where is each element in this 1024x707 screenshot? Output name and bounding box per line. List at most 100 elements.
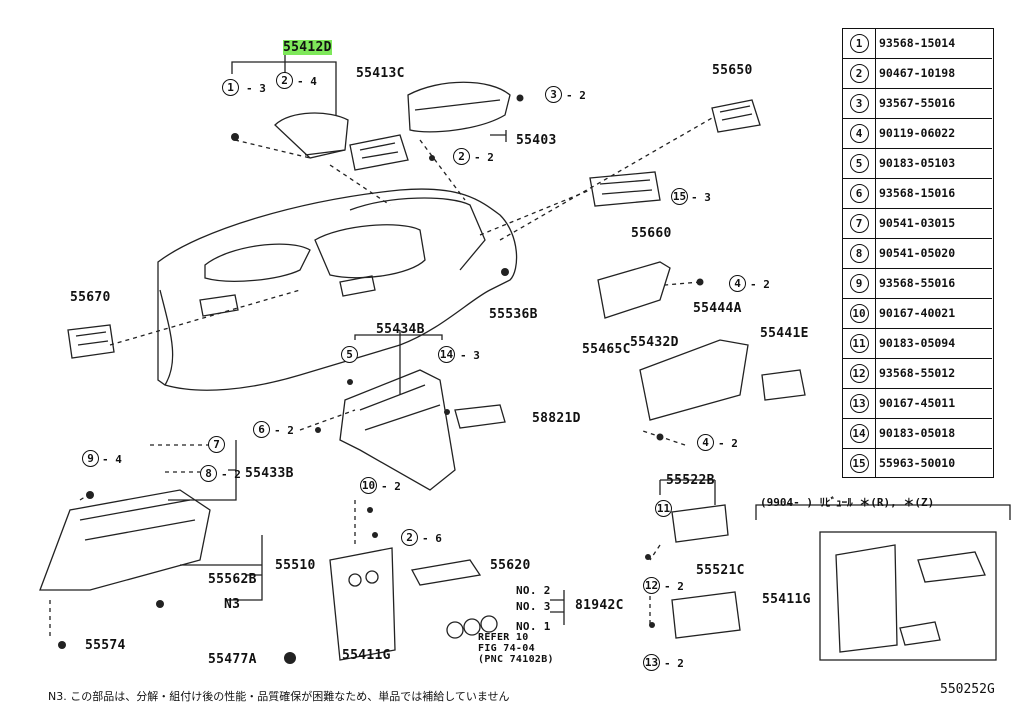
part-label-55620[interactable]: 55620 xyxy=(490,558,531,573)
part-label-55650[interactable]: 55650 xyxy=(712,63,753,78)
row-callout-number: 4 xyxy=(849,124,869,143)
row-part-number[interactable]: 93568-15014 xyxy=(879,36,956,50)
part-label-55536B[interactable]: 55536B xyxy=(489,307,538,322)
part-label-55574[interactable]: 55574 xyxy=(85,638,126,653)
callout-11[interactable]: 11 xyxy=(655,500,672,517)
callout-7[interactable]: 7 xyxy=(208,436,225,453)
callout-13[interactable]: 13 xyxy=(643,654,660,671)
table-row[interactable]: 6 93568-15016 xyxy=(843,179,992,209)
knob-label-no2: NO. 2 xyxy=(516,584,551,597)
row-part-number[interactable]: 90183-05103 xyxy=(879,156,956,170)
part-label-55562B[interactable]: 55562B xyxy=(208,572,257,587)
part-label-55465C[interactable]: 55465C xyxy=(582,342,631,357)
callout-6[interactable]: 6 xyxy=(253,421,270,438)
row-part-number[interactable]: 90119-06022 xyxy=(879,126,956,140)
qty-2: - 2 xyxy=(566,89,586,102)
callout-8[interactable]: 8 xyxy=(200,465,217,482)
qty-6: - 6 xyxy=(422,532,442,545)
callout-2[interactable]: 2 xyxy=(276,72,293,89)
row-part-number[interactable]: 90541-03015 xyxy=(879,216,956,230)
part-label-55434B[interactable]: 55434B xyxy=(376,322,425,337)
part-label-55412D[interactable]: 55412D xyxy=(283,40,332,55)
row-part-number[interactable]: 93568-15016 xyxy=(879,186,956,200)
table-row[interactable]: 11 90183-05094 xyxy=(843,329,992,359)
row-callout-number: 11 xyxy=(849,334,869,353)
part-55650-vent xyxy=(711,99,761,133)
callout-4[interactable]: 4 xyxy=(729,275,746,292)
part-55441E-tray xyxy=(761,369,806,401)
qty-value: 2 xyxy=(487,151,494,164)
row-part-number[interactable]: 90467-10198 xyxy=(879,66,956,80)
row-part-number[interactable]: 93567-55016 xyxy=(879,96,956,110)
callout-15[interactable]: 15 xyxy=(671,188,688,205)
row-part-number[interactable]: 55963-50010 xyxy=(879,456,956,470)
row-part-number[interactable]: 90167-45011 xyxy=(879,396,956,410)
part-label-55441E[interactable]: 55441E xyxy=(760,326,809,341)
callout-9[interactable]: 9 xyxy=(82,450,99,467)
qty-value: 3 xyxy=(473,349,480,362)
knob-label-no3: NO. 3 xyxy=(516,600,551,613)
row-part-number[interactable]: 90183-05094 xyxy=(879,336,956,350)
part-label-55521C[interactable]: 55521C xyxy=(696,563,745,578)
row-callout-cell: 13 xyxy=(843,389,876,418)
row-callout-cell: 12 xyxy=(843,359,876,388)
figure-code: 550252G xyxy=(940,682,995,697)
row-callout-cell: 1 xyxy=(843,29,876,58)
part-label-55403[interactable]: 55403 xyxy=(516,133,557,148)
callout-10[interactable]: 10 xyxy=(360,477,377,494)
part-label-55522B[interactable]: 55522B xyxy=(666,473,715,488)
qty-3c: - 3 xyxy=(460,349,480,362)
row-callout-cell: 7 xyxy=(843,209,876,238)
callout-14[interactable]: 14 xyxy=(438,346,455,363)
part-label-55433B[interactable]: 55433B xyxy=(245,466,294,481)
callout-4b[interactable]: 4 xyxy=(697,434,714,451)
callout-2b[interactable]: 2 xyxy=(453,148,470,165)
row-part-number[interactable]: 90167-40021 xyxy=(879,306,956,320)
table-row[interactable]: 3 93567-55016 xyxy=(843,89,992,119)
qty-value: 2 xyxy=(731,437,738,450)
footnote: N3. この部品は、分解・組付け後の性能・品質確保が困難なため、単品では補給して… xyxy=(48,690,510,703)
qty-value: 2 xyxy=(234,468,241,481)
part-label-55413C[interactable]: 55413C xyxy=(356,66,405,81)
part-label-58821D[interactable]: 58821D xyxy=(532,411,581,426)
callout-5[interactable]: 5 xyxy=(341,346,358,363)
part-label-55510[interactable]: 55510 xyxy=(275,558,316,573)
callout-3[interactable]: 3 xyxy=(545,86,562,103)
row-part-number[interactable]: 93568-55016 xyxy=(879,276,956,290)
part-label-55411G[interactable]: 55411G xyxy=(342,648,391,663)
part-label-55432D[interactable]: 55432D xyxy=(630,335,679,350)
part-label-55444A[interactable]: 55444A xyxy=(693,301,742,316)
part-label-55660[interactable]: 55660 xyxy=(631,226,672,241)
callout-1[interactable]: 1 xyxy=(222,79,239,96)
part-label-55411G-option[interactable]: 55411G xyxy=(762,592,811,607)
qty-2e: - 2 xyxy=(221,468,241,481)
row-callout-cell: 14 xyxy=(843,419,876,448)
row-callout-cell: 15 xyxy=(843,449,876,478)
callout-2c[interactable]: 2 xyxy=(401,529,418,546)
callout-12[interactable]: 12 xyxy=(643,577,660,594)
part-label-81942C[interactable]: 81942C xyxy=(575,598,624,613)
row-callout-number: 6 xyxy=(849,184,869,203)
part-label-55477A[interactable]: 55477A xyxy=(208,652,257,667)
table-row[interactable]: 4 90119-06022 xyxy=(843,119,992,149)
qty-3: - 3 xyxy=(246,82,266,95)
part-label-55670[interactable]: 55670 xyxy=(70,290,111,305)
qty-2h: - 2 xyxy=(664,580,684,593)
row-callout-number: 3 xyxy=(849,94,869,113)
row-part-number[interactable]: 90541-05020 xyxy=(879,246,956,260)
row-part-number[interactable]: 93568-55012 xyxy=(879,366,956,380)
row-part-number[interactable]: 90183-05018 xyxy=(879,426,956,440)
